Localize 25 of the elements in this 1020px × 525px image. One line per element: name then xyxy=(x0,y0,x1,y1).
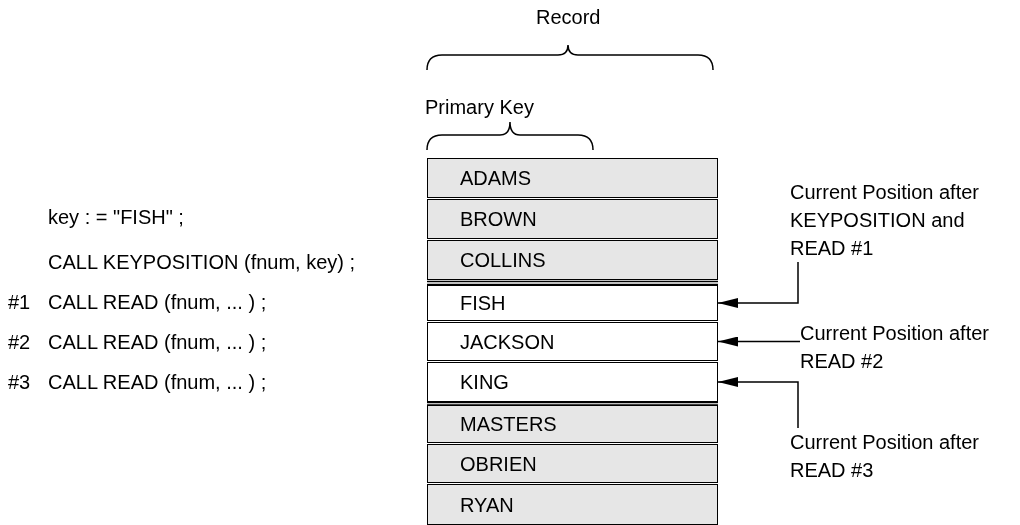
table-row: COLLINS xyxy=(427,240,718,280)
label-text: CALL KEYPOSITION (fnum, key) ; xyxy=(48,250,356,275)
table-row: BROWN xyxy=(427,199,718,239)
label-text: CALL READ (fnum, ... ) ; xyxy=(48,330,267,355)
label-text: Primary Key xyxy=(425,95,534,120)
arrow xyxy=(717,336,801,347)
label-text: #1 xyxy=(8,290,31,315)
table-row: OBRIEN xyxy=(427,444,718,483)
label-text: CALL READ (fnum, ... ) ; xyxy=(48,290,267,315)
table-row: MASTERS xyxy=(427,405,718,443)
label-text: #3 xyxy=(8,370,31,395)
label-text: key : = "FISH" ; xyxy=(48,205,184,230)
table-row: JACKSON xyxy=(427,322,718,361)
table-row: RYAN xyxy=(427,484,718,525)
callout-text: Current Position after READ #3 xyxy=(790,428,1015,484)
callout-text: Current Position after READ #2 xyxy=(800,319,1015,375)
callout-text: Current Position after KEYPOSITION and READ #1 xyxy=(790,178,1015,262)
label-text: Record xyxy=(536,5,601,30)
arrow xyxy=(717,261,799,308)
arrow xyxy=(717,377,799,429)
label-text: CALL READ (fnum, ... ) ; xyxy=(48,370,267,395)
label-text: #2 xyxy=(8,330,31,355)
table-row: ADAMS xyxy=(427,158,718,198)
table-row: FISH xyxy=(427,285,718,321)
table-row: KING xyxy=(427,362,718,402)
